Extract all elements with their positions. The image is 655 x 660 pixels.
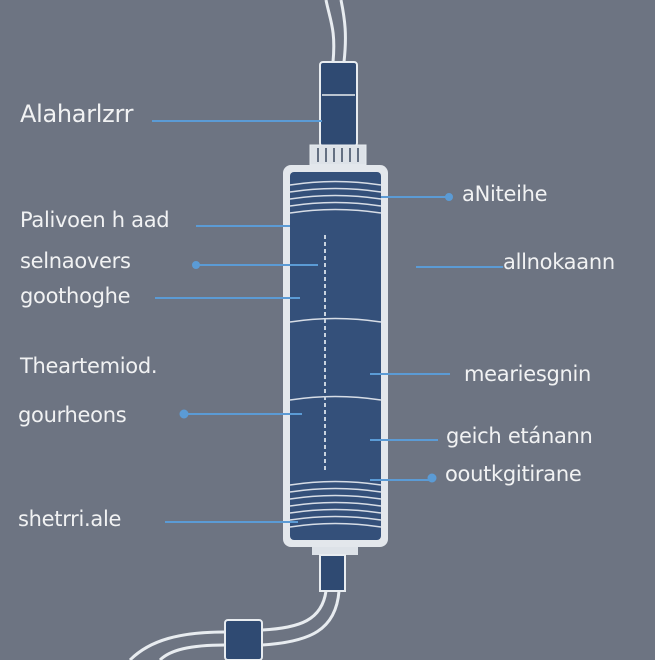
label-left-1: Alaharlzrr	[20, 100, 134, 128]
bottom-connector	[312, 547, 358, 592]
top-connector	[309, 61, 367, 166]
filter-body	[283, 165, 388, 547]
label-right-1: aNiteihe	[462, 182, 548, 206]
label-right-3: meariesgnin	[464, 362, 592, 386]
label-right-2: allnokaann	[503, 250, 615, 274]
label-left-4: goothoghe	[20, 284, 131, 308]
label-right-5: ooutkgitirane	[445, 462, 582, 486]
label-left-6: gourheons	[18, 403, 127, 427]
leader-lines	[152, 120, 503, 523]
label-left-2: Palivoen h aad	[20, 208, 170, 232]
bottom-cable	[128, 590, 341, 660]
label-right-4: geich etánann	[446, 424, 593, 448]
top-cable	[324, 0, 347, 63]
label-left-3: selnaovers	[20, 249, 131, 273]
label-left-7: shetrri.ale	[18, 507, 122, 531]
label-left-5: Theartemiod.	[20, 354, 158, 378]
